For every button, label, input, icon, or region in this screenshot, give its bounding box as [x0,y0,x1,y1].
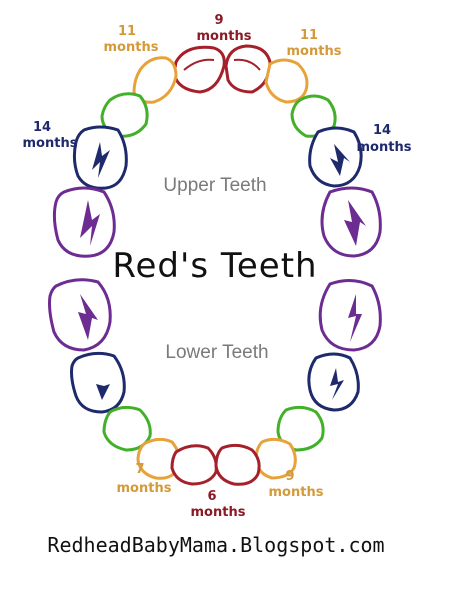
upper-left-first-molar-mark [92,142,110,178]
lower-right-lateral-num: 9 [285,469,294,484]
lower-left-lateral-word: months [117,481,172,496]
upper-left-lateral-incisor [132,56,178,104]
lower-right-first-molar-mark [330,368,344,400]
upper-left-canine [100,92,149,138]
lower-right-central-incisor [214,443,261,486]
upper-center-word: months [197,29,252,44]
month-labels: 9 months 11 months 11 months 14 months 1… [23,13,412,520]
lower-left-lateral-incisor [136,437,181,480]
upper-left-second-molar-mark [80,200,100,246]
upper-arch [52,44,382,258]
lower-left-central-incisor [170,444,218,486]
upper-left-molar-word: months [23,136,78,151]
blog-footer: RedheadBabyMama.Blogspot.com [47,533,384,557]
upper-teeth-label: Upper Teeth [163,175,266,196]
upper-right-lateral-word: months [287,44,342,59]
molar-marks [78,142,366,400]
upper-left-central-incisor [172,45,226,94]
lower-center-word: months [191,505,246,520]
lower-teeth-label: Lower Teeth [165,342,268,363]
lower-left-first-molar [70,351,126,414]
upper-right-first-molar [308,126,363,188]
chart-title: Red's Teeth [112,246,317,286]
incisor-marks [183,58,261,71]
upper-left-lateral-word: months [104,40,159,55]
lower-right-lateral-word: months [269,485,324,500]
lower-left-first-molar-mark [96,370,110,400]
lower-right-canine [276,405,325,452]
upper-right-incisor-mark [233,58,261,71]
upper-right-second-molar-mark [344,200,366,246]
upper-left-molar-num: 14 [33,120,51,135]
upper-left-incisor-mark [183,58,215,71]
upper-right-lateral-incisor [264,58,309,104]
upper-right-molar-word: months [357,140,412,155]
upper-center-num: 9 [214,13,223,28]
upper-left-lateral-num: 11 [118,24,136,39]
lower-right-second-molar-mark [348,294,362,342]
lower-center-num: 6 [207,489,216,504]
upper-right-lateral-num: 11 [300,28,318,43]
lower-left-second-molar-mark [78,294,98,340]
lower-arch [48,278,382,486]
lower-left-lateral-num: 7 [135,462,144,477]
upper-right-central-incisor [224,44,272,94]
upper-right-molar-num: 14 [373,123,391,138]
upper-right-first-molar-mark [330,144,350,176]
